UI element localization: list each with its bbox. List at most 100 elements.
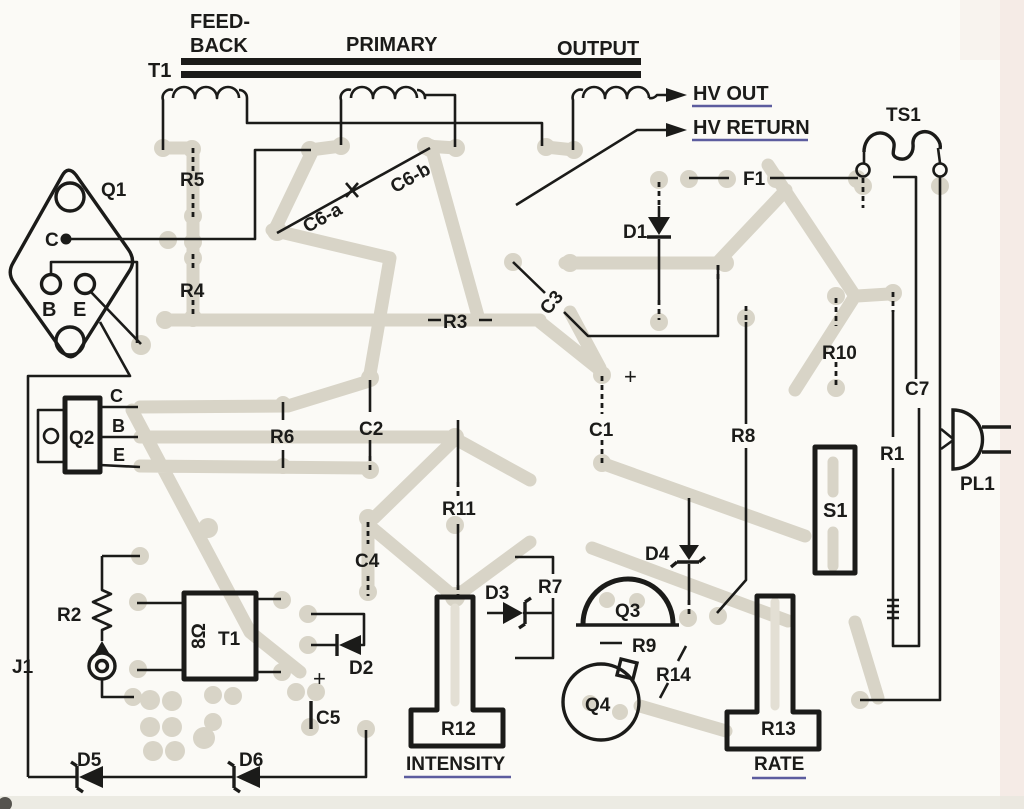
passive-symbols (191, 146, 838, 614)
primary-winding-coil (349, 85, 419, 100)
r7-label: R7 (538, 577, 562, 598)
q1-b-label: B (42, 299, 56, 321)
output-winding-out (648, 93, 666, 100)
q1-label: Q1 (101, 180, 127, 201)
q4-tab (614, 656, 640, 682)
pl1-prongs (982, 425, 1011, 454)
q2-pin-wires (99, 405, 141, 469)
ts1-leads (862, 147, 942, 164)
primary-winding-lead (339, 88, 352, 145)
feedback-label-line1: FEED- (190, 11, 250, 33)
transformer-t1 (161, 58, 687, 207)
d2-polarity-mark: + (313, 666, 326, 691)
r2-label: R2 (57, 605, 81, 626)
t1-core-label: T1 (148, 60, 171, 82)
labels: T1 FEED- BACK PRIMARY OUTPUT HV OUT HV R… (12, 11, 995, 775)
r8-wire (716, 322, 748, 614)
ts1-terminal-right (932, 162, 948, 178)
output-winding-lead (571, 88, 584, 150)
d6-diode-symbol (236, 766, 260, 788)
d2-label: D2 (349, 658, 373, 679)
d3-cathode-bar (518, 596, 532, 630)
bottom-rail (28, 730, 368, 779)
pl1-plug-body (951, 408, 985, 471)
r1-resistor-ticks (887, 598, 899, 620)
r6-label: R6 (270, 427, 294, 448)
r14-label: R14 (656, 665, 691, 686)
d4-diode-symbol (679, 545, 699, 560)
feedback-label-line2: BACK (190, 35, 248, 57)
hv-return-label: HV RETURN (693, 117, 810, 139)
r12-label: R12 (441, 719, 476, 740)
rate-label: RATE (754, 754, 804, 775)
r14-symbol (658, 645, 688, 699)
j1-tip-triangle (95, 641, 109, 653)
c7-label: C7 (905, 379, 929, 400)
q3-dome-outline (580, 576, 676, 625)
hv-out-label: HV OUT (693, 83, 769, 105)
d2-wire (311, 612, 366, 647)
pot-slot-texture (450, 597, 780, 711)
q2-tab (36, 408, 67, 464)
hv-return-arrow (666, 123, 687, 137)
c1-label: C1 (589, 420, 614, 441)
ts1-label: TS1 (886, 105, 921, 126)
output-label: OUTPUT (557, 38, 639, 60)
ground-loop-wire (26, 321, 132, 777)
d4-zener-bar (669, 555, 707, 569)
c6a-label: C6-a (300, 199, 347, 238)
hv-out-arrow (666, 88, 687, 102)
t1-module-body (181, 590, 259, 682)
d5-cathode-bar (70, 760, 84, 794)
t1-module-leads (137, 597, 281, 674)
f1-label: F1 (743, 169, 766, 190)
q1-mounting-hole-bottom (54, 325, 86, 357)
q4-can-outline (561, 662, 641, 742)
r9-label: R9 (632, 636, 656, 657)
r12-potentiometer-body (408, 594, 506, 749)
primary-label: PRIMARY (346, 34, 438, 56)
c6b-label: C6-b (387, 159, 434, 198)
rectifier-and-line-side (647, 129, 1011, 702)
q2-body (62, 395, 103, 475)
feedback-winding-coil (171, 85, 241, 100)
ts1-terminal-left (855, 162, 871, 178)
q1-e-label: E (73, 299, 86, 321)
feedback-winding-out (238, 88, 544, 146)
s1-label: S1 (823, 500, 847, 522)
c1-polarity-mark: + (624, 364, 637, 389)
q2-e-label: E (113, 445, 125, 465)
r4-label: R4 (180, 281, 205, 302)
q1-collector-dot (60, 233, 72, 245)
transistor-q1 (8, 148, 311, 777)
r2-zigzag (91, 554, 140, 641)
d5-diode-symbol (79, 766, 103, 788)
q3-label: Q3 (615, 601, 640, 622)
j1-wire (100, 680, 134, 699)
j1-jack-outer (87, 651, 117, 681)
c5-label: C5 (316, 708, 341, 729)
output-winding-coil (581, 85, 651, 100)
q1-pin-e (73, 272, 97, 296)
d6-cathode-bar (227, 760, 241, 794)
d1-label: D1 (623, 222, 648, 243)
d3-diode-symbol (503, 602, 523, 624)
bottom-middle-section (408, 498, 822, 752)
d5-label: D5 (77, 750, 102, 771)
q2-c-label: C (110, 386, 123, 406)
d4-label: D4 (645, 544, 670, 565)
primary-winding-out (416, 88, 457, 147)
intensity-label: INTENSITY (406, 754, 506, 775)
r8-label: R8 (731, 426, 755, 447)
t1-module-label: T1 (218, 629, 241, 650)
pl1-label: PL1 (960, 474, 995, 495)
r13-label: R13 (761, 719, 796, 740)
c7-r1-wire (891, 175, 921, 648)
d1-diode-symbol (648, 217, 670, 235)
q1-collector-wire (71, 148, 311, 241)
s1-switch-body (812, 444, 858, 576)
q1-emitter-wire (89, 290, 142, 345)
